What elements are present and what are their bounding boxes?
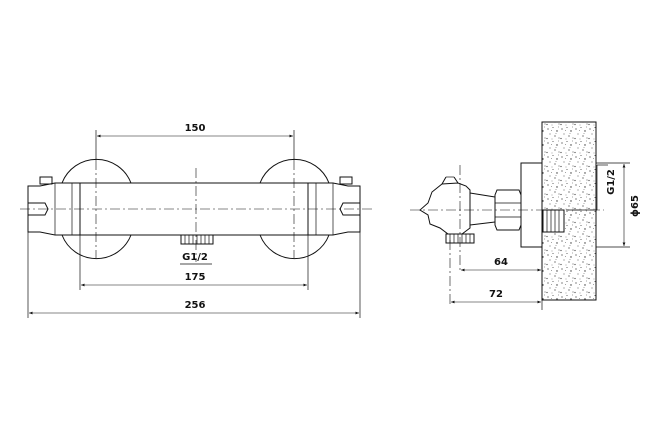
dim-175-label: 175 [185, 272, 206, 283]
dim-64-label: 64 [494, 257, 508, 268]
side-view: 64 72 G1/2 ϕ65 [410, 121, 641, 310]
wall-plate [520, 162, 543, 248]
side-thread-label: G1/2 [606, 169, 617, 195]
inlet-label: G1/2 [182, 252, 208, 263]
wall-connector-thread [542, 209, 565, 233]
left-handle [27, 176, 80, 236]
right-handle [308, 176, 361, 236]
side-thread-callout: G1/2 [566, 164, 617, 211]
left-rosette [61, 158, 132, 260]
right-rosette [259, 158, 330, 260]
front-view: 150 G1/2 175 256 [20, 123, 372, 318]
dim-256-label: 256 [185, 300, 206, 311]
dim-150-label: 150 [185, 123, 206, 134]
hex-nut [494, 189, 522, 231]
outlet-thread [180, 234, 214, 245]
valve-side-body [419, 176, 471, 235]
dim-diameter-label: ϕ65 [630, 195, 641, 217]
dim-72-label: 72 [489, 289, 503, 300]
